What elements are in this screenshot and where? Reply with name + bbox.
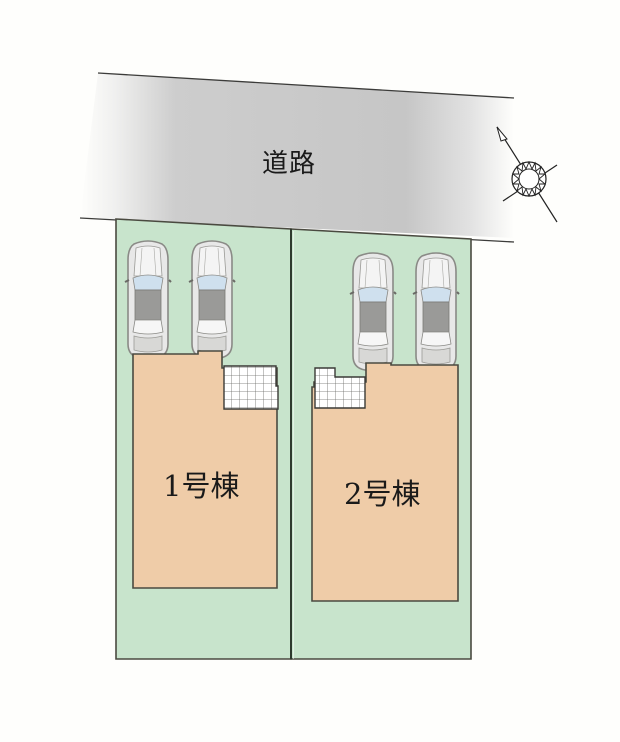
building-1: [132, 350, 278, 589]
parking-car-icon: [188, 240, 236, 359]
road-label: 道路: [262, 149, 317, 179]
terrace-grid-2: [314, 367, 366, 409]
parking-car-icon: [412, 252, 460, 371]
compass-icon: [496, 126, 558, 223]
road: [80, 73, 514, 238]
terrace-grid-1: [223, 365, 279, 410]
lot-2-label: 2号棟: [344, 477, 421, 511]
parking-car-icon: [349, 252, 397, 371]
parking-car-icon: [124, 240, 172, 359]
lot-1-label: 1号棟: [163, 469, 240, 503]
road-edge-top: [97, 72, 515, 99]
